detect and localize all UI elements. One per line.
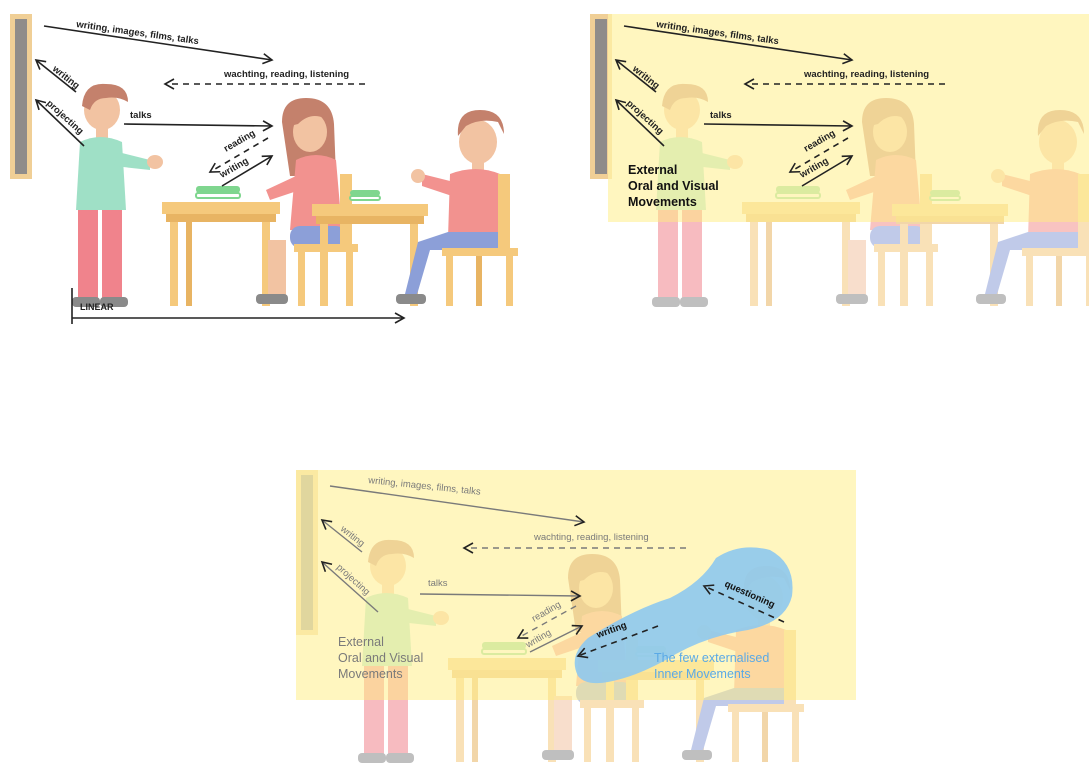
panel-3: writing, images, films, talks wachting, … xyxy=(295,469,856,770)
external-movements-overlay xyxy=(608,14,1089,222)
projecting-label: projecting xyxy=(44,98,86,137)
writing-arrow xyxy=(34,58,77,93)
inner-movements-label-line1: The few externalised xyxy=(654,651,769,665)
projecting-arrow xyxy=(320,560,379,613)
student-writing-label: writing xyxy=(217,155,251,181)
reading-arrow xyxy=(208,137,269,173)
external-label-line3: Movements xyxy=(338,667,403,681)
talks-label: talks xyxy=(428,578,448,589)
external-label-line2: Oral and Visual xyxy=(628,179,719,193)
top-arrow xyxy=(43,25,274,65)
reading-arrow xyxy=(788,137,849,173)
external-label-line1: External xyxy=(628,163,677,177)
linear-label: LINEAR xyxy=(80,302,114,312)
inner-movements-blob xyxy=(574,547,793,684)
inner-writing-arrow xyxy=(576,625,659,659)
inner-movements-label-line2: Inner Movements xyxy=(654,667,751,681)
top-arrow xyxy=(329,485,586,527)
student-writing-arrow xyxy=(221,155,274,187)
writing-arrow xyxy=(614,58,657,93)
talks-label: talks xyxy=(710,110,732,121)
external-label-line3: Movements xyxy=(628,195,697,209)
writing-arrow xyxy=(320,518,363,553)
return-arrow-label: wachting, reading, listening xyxy=(223,69,349,80)
external-label-line2: Oral and Visual xyxy=(338,651,423,665)
questioning-arrow xyxy=(702,584,785,623)
reading-arrow xyxy=(516,605,577,639)
return-arrow-label: wachting, reading, listening xyxy=(803,69,929,80)
talks-arrow xyxy=(123,120,274,132)
reading-label: reading xyxy=(222,128,257,155)
student-writing-arrow xyxy=(801,155,854,187)
projecting-arrow xyxy=(34,98,85,147)
panel-1: writing, images, films, talks wachting, … xyxy=(9,13,519,324)
student-writing-arrow xyxy=(529,624,584,653)
external-label-line1: External xyxy=(338,635,384,649)
return-arrow-label: wachting, reading, listening xyxy=(533,532,649,543)
talks-arrow xyxy=(419,590,582,602)
writing-label: writing xyxy=(49,63,81,92)
talks-label: talks xyxy=(130,110,152,121)
panel-2: writing, images, films, talks wachting, … xyxy=(589,13,1089,308)
projecting-arrow xyxy=(614,98,665,147)
talks-arrow xyxy=(703,120,854,132)
top-arrow xyxy=(623,25,854,65)
